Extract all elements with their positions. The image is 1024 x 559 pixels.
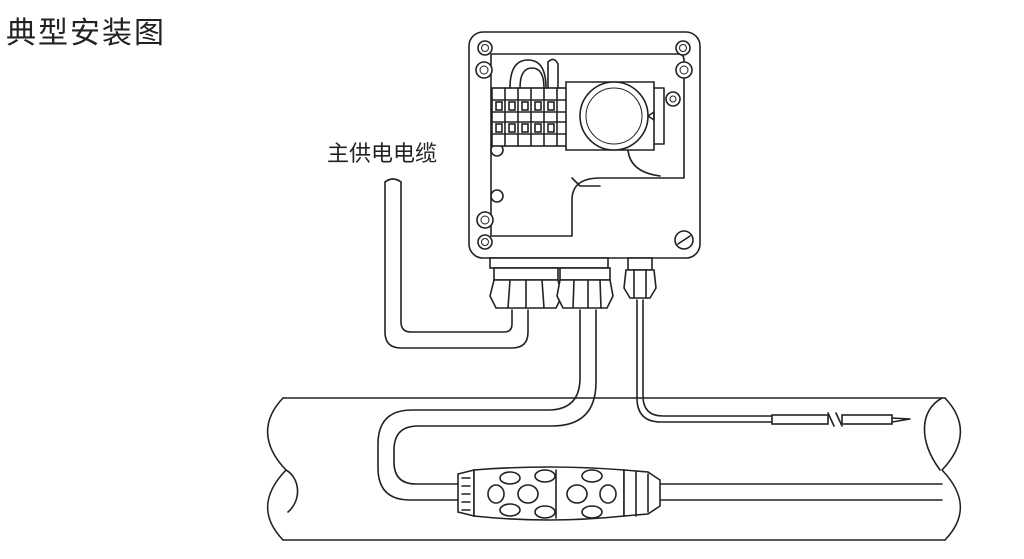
pipe-right-end-inner <box>923 397 943 471</box>
sensor-probe-body <box>771 414 829 425</box>
junction-box <box>468 31 701 269</box>
pipe-right-end <box>941 397 962 541</box>
pipe-left-end <box>266 397 287 541</box>
main-power-cable <box>384 178 529 349</box>
thermostat-module <box>565 81 665 151</box>
main-power-cable-label: 主供电电缆 <box>327 142 438 167</box>
splice-connector <box>457 466 661 521</box>
cable-glands <box>489 257 657 309</box>
heating-cable <box>377 309 943 501</box>
pipe-left-end-inner <box>285 469 299 513</box>
terminal-block <box>491 87 571 147</box>
sensor-wire <box>636 299 911 427</box>
sensor-probe-tip <box>841 414 893 425</box>
diagram-title: 典型安装图 <box>6 16 166 51</box>
internal-wires <box>509 58 559 89</box>
pipe <box>266 397 962 541</box>
